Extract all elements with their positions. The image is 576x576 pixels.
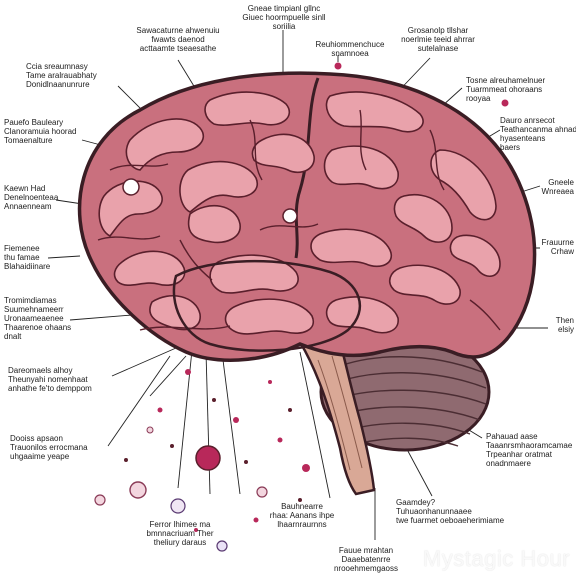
highlight-dot	[282, 208, 298, 224]
annotation-label: Dareomaels alhoy Theunyahi nomenhaat anh…	[8, 366, 92, 393]
annotation-label: Bauhnearre rhaa: Aanans ihpe lhaarnraurn…	[269, 502, 335, 529]
annotation-label: Dauro anrsecot Teathancanma ahnad hyasen…	[500, 116, 576, 152]
annotation-label: Fauue mrahtan Daaebatenrre nrooehmemgaos…	[333, 546, 399, 573]
highlight-dot	[122, 178, 140, 196]
accent-dot	[334, 62, 342, 70]
annotation-label: Frauurne Crhaw	[541, 238, 574, 256]
annotation-label: Kaewn Had Denelnoenteaa Annaenneam	[4, 184, 59, 211]
cerebrum	[77, 71, 537, 362]
annotation-label: Pauefo Bauleary Clanoramuia hoorad Tomae…	[4, 118, 77, 145]
annotation-label: Pahauad aase Taaanrsmhaoramcamae Trpeanh…	[486, 432, 573, 468]
annotation-label: Gneele Wnreaea	[541, 178, 574, 196]
annotation-label: Reuhiommenchuce snamnoea	[315, 40, 385, 58]
annotation-label: Dooiss apsaon Trauonilos errocmana uhgaa…	[10, 434, 88, 461]
annotation-label: Fiemenee thu famae Blahaidiinare	[4, 244, 51, 271]
annotation-label: Then elsiy	[555, 316, 574, 334]
watermark: Mystagic Hour	[422, 546, 570, 571]
annotation-label: Grosanolp tllshar noerlmie teeid ahrrar …	[401, 26, 475, 53]
particles	[94, 369, 310, 552]
annotation-label: Tosne alreuhamelnuer Tuarmmeat ohoraans …	[466, 76, 546, 103]
annotation-label: Gaamdey? Tuhuaonhanunnaaee twe fuarmet o…	[396, 498, 505, 525]
annotation-label: Ccia sreaumnasy Tame aralrauabhaty Donid…	[26, 62, 97, 89]
accent-dot	[501, 99, 509, 107]
annotation-label: Ferror lhimee ma bmnnacriuam Ther theliu…	[146, 520, 214, 547]
annotation-label: Sawacaturne ahwenuiu fwawts daenod actta…	[136, 26, 220, 53]
annotation-label: Gneae timpianl gllnc Giuec hoormpuelle s…	[242, 4, 326, 31]
annotation-label: Tromimdiamas Suumehnameerr Uronaameaenee…	[4, 296, 72, 341]
brainstem	[297, 340, 376, 496]
